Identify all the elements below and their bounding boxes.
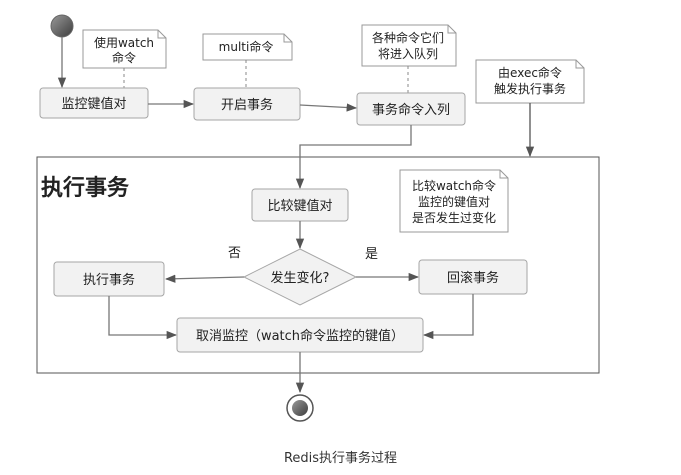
arrow-rollback-to-unwatch [422,294,474,340]
exec-frame-title: 执行事务 [41,175,130,201]
note-watch-line-1: 使用watch [94,35,154,50]
note-watch-line-2: 命令 [112,50,136,65]
diagram-caption: Redis执行事务过程 [283,451,398,466]
note-multi-line-1: multi命令 [219,39,274,54]
branch-no-label: 否 [228,246,241,261]
note-exec-line-2: 触发执行事务 [494,81,566,96]
node-exec-tx-label: 执行事务 [83,272,135,288]
decision-changed-label: 发生变化? [271,270,330,286]
note-exec-cmd: 由exec命令 触发执行事务 [475,59,585,104]
node-unwatch: 取消监控（watch命令监控的键值） [176,317,424,353]
node-start-tx: 开启事务 [193,87,301,121]
arrow-enqueue-to-compare [295,125,412,190]
node-monitor-keys-label: 监控键值对 [61,96,126,112]
node-rollback-label: 回滚事务 [447,270,499,286]
note-multi-cmd: multi命令 [202,33,293,61]
decision-changed: 发生变化? [242,248,358,306]
note-queue-cmd: 各种命令它们 将进入队列 [361,24,457,67]
note-compare-line-3: 是否发生过变化 [412,210,496,225]
node-unwatch-label: 取消监控（watch命令监控的键值） [196,328,404,344]
node-compare-keys: 比较键值对 [251,188,349,222]
note-exec-line-1: 由exec命令 [498,65,562,80]
redis-transaction-diagram: 使用watch 命令 multi命令 各种命令它们 将进入队列 由exec命令 … [36,14,600,422]
node-enqueue-label: 事务命令入列 [372,102,450,118]
note-compare-line-1: 比较watch命令 [412,178,496,193]
node-monitor-keys: 监控键值对 [39,87,149,119]
arrow-decision-to-exec [164,274,245,283]
branch-yes-label: 是 [365,247,378,262]
end-node-inner [292,400,308,416]
arrow-exec-to-unwatch [108,296,178,340]
note-queue-line-1: 各种命令它们 [372,30,444,45]
note-queue-line-2: 将进入队列 [378,46,438,61]
node-rollback: 回滚事务 [418,259,528,295]
node-start-tx-label: 开启事务 [221,97,273,113]
node-exec-tx: 执行事务 [53,261,165,297]
node-compare-keys-label: 比较键值对 [267,198,332,214]
note-watch-cmd: 使用watch 命令 [82,29,167,69]
note-compare-line-2: 监控的键值对 [418,194,490,209]
note-compare: 比较watch命令 监控的键值对 是否发生过变化 [399,169,509,233]
node-enqueue: 事务命令入列 [356,92,466,126]
start-node [50,14,74,38]
arrow-start-tx-to-enqueue [299,103,358,112]
